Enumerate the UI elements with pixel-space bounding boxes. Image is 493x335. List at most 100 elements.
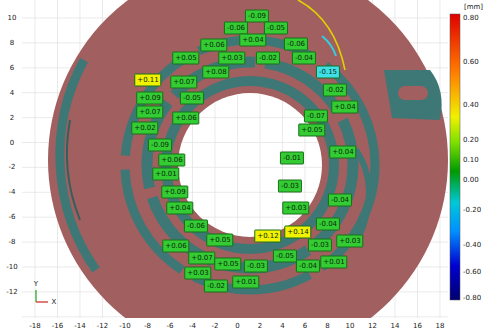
deviation-value: +0.05 (298, 124, 325, 137)
deviation-value: +0.03 (336, 235, 363, 248)
deviation-value: +0.03 (218, 52, 245, 65)
scale-value: -18 (29, 323, 40, 330)
grid-line (80, 0, 81, 318)
scale-value: -4 (189, 323, 196, 330)
scale-value: -2 (212, 323, 219, 330)
deviation-value: -0.03 (244, 260, 268, 273)
scale-value: 10 (8, 15, 17, 22)
outer-rim-edge (67, 120, 80, 220)
scale-value: -0.40 (463, 242, 481, 249)
scale-value: -12 (6, 288, 17, 295)
scale-value: -8 (9, 239, 16, 246)
legend-strip (448, 0, 493, 335)
scale-value: -4 (9, 189, 16, 196)
color-scale (450, 14, 460, 300)
deviation-value: +0.07 (170, 76, 197, 89)
deviation-value: -0.02 (204, 280, 228, 293)
scale-value: 0 (235, 323, 239, 330)
deviation-value: -0.04 (328, 194, 352, 207)
scale-value: Y (34, 281, 38, 288)
scale-value: 0.00 (463, 177, 479, 184)
deviation-value: -0.03 (308, 239, 332, 252)
deviation-value: -0.04 (296, 260, 320, 273)
grid-line (395, 0, 396, 318)
deviation-value: +0.04 (331, 101, 358, 114)
deviation-value: +0.05 (172, 52, 199, 65)
scale-value: 0.80 (463, 15, 479, 22)
scale-value: -14 (74, 323, 85, 330)
deviation-value: +0.01 (320, 256, 347, 269)
outer-ring (125, 40, 375, 290)
scale-value: 8 (10, 39, 14, 46)
scale-value: 2 (10, 114, 14, 121)
grid-line (22, 316, 448, 317)
grid-line (22, 42, 448, 43)
scale-value: 8 (325, 323, 329, 330)
grid-line (22, 18, 448, 19)
deviation-value: -0.09 (148, 139, 172, 152)
grid-line (147, 0, 148, 318)
deviation-value: +0.12 (254, 230, 281, 243)
scale-value: 0 (10, 139, 14, 146)
scale-value: -6 (167, 323, 174, 330)
grid-line (35, 0, 36, 318)
deviation-value: -0.01 (280, 152, 304, 165)
scale-value: X (52, 299, 57, 306)
deviation-value: +0.01 (152, 168, 179, 181)
scale-value: 0.20 (463, 137, 479, 144)
grid-line (22, 291, 448, 292)
deviation-value: +0.07 (136, 106, 163, 119)
deviation-value: -0.05 (273, 250, 297, 263)
grid-line (22, 117, 448, 118)
deviation-value: -0.04 (316, 218, 340, 231)
grid-line (22, 142, 448, 143)
deviation-value: -0.05 (180, 92, 204, 105)
scale-value: 0.10 (463, 157, 479, 164)
deviation-value: -0.07 (304, 110, 328, 123)
grid-line (22, 192, 448, 193)
inner-ring (166, 81, 334, 249)
scale-value: 4 (10, 89, 14, 96)
scale-value: 6 (303, 323, 307, 330)
grid-line (350, 0, 351, 318)
scale-value: 10 (346, 323, 355, 330)
deviation-value: -0.06 (284, 38, 308, 51)
scale-value: 0.40 (463, 102, 479, 109)
edge-trace-cyan (322, 36, 336, 56)
scale-value: 0.60 (463, 59, 479, 66)
deviation-value: +0.09 (161, 186, 188, 199)
grid-line (125, 0, 126, 318)
scale-value: -8 (144, 323, 151, 330)
scale-value: 14 (391, 323, 400, 330)
deviation-value: +0.05 (214, 258, 241, 271)
scale-value: 18 (436, 323, 445, 330)
grid-line (372, 0, 373, 318)
scale-value: 16 (413, 323, 422, 330)
x-axis-arrow (36, 301, 48, 302)
y-axis-arrow (35, 290, 36, 302)
scale-value: -2 (9, 164, 16, 171)
deviation-value: +0.11 (134, 74, 161, 87)
scale-value: -12 (97, 323, 108, 330)
scale-value: -0.20 (463, 207, 481, 214)
deviation-value: -0.02 (323, 84, 347, 97)
grid-line (22, 242, 448, 243)
deviation-value: +0.07 (188, 252, 215, 265)
deviation-value: +0.03 (282, 202, 309, 215)
grid-line (22, 167, 448, 168)
grid-line (22, 217, 448, 218)
deviation-value: +0.04 (329, 146, 356, 159)
scale-value: -0.80 (463, 295, 481, 302)
grid-line (417, 0, 418, 318)
grid-line (22, 92, 448, 93)
deviation-value: +0.04 (166, 202, 193, 215)
deviation-value: +0.06 (172, 112, 199, 125)
deviation-value: -0.02 (256, 52, 280, 65)
deviation-value: +0.09 (136, 92, 163, 105)
deviation-value: -0.15 (316, 66, 340, 79)
center-hole (178, 93, 322, 237)
deviation-value: +0.05 (206, 234, 233, 247)
middle-ring (147, 62, 353, 268)
deviation-value: +0.01 (232, 276, 259, 289)
scale-value: [mm] (464, 4, 483, 11)
